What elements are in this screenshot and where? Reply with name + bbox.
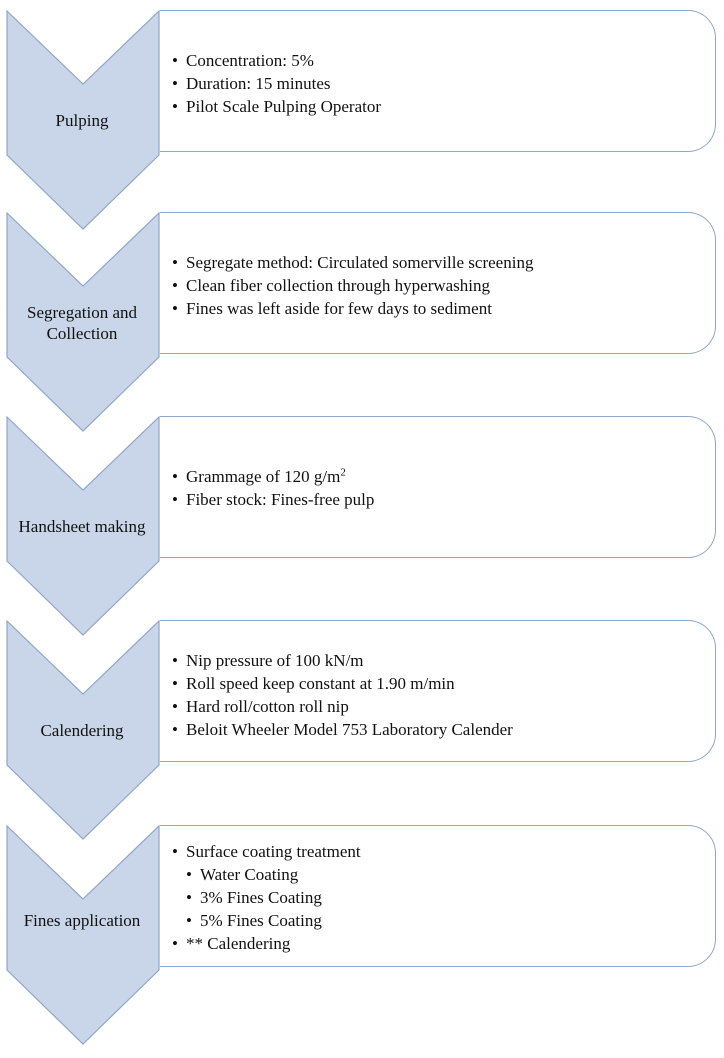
bullet-text: ** Calendering <box>186 934 291 953</box>
bullet-text: Pilot Scale Pulping Operator <box>186 97 382 116</box>
bullet-list: Surface coating treatmentWater Coating 3%… <box>172 840 361 955</box>
bullet-text: Roll speed keep constant at 1.90 m/min <box>186 674 455 693</box>
bullet-list: Concentration: 5% Duration: 15 minutesPil… <box>172 49 381 118</box>
bullet-item: Fiber stock: Fines-free pulp <box>172 488 374 511</box>
bullet-list: Segregate method: Circulated somerville … <box>172 251 533 320</box>
sub-bullet-item: Water Coating <box>186 863 361 886</box>
chevron-arrow-shape <box>6 825 160 1045</box>
chevron-polygon <box>6 620 160 840</box>
bullet-item: Duration: 15 minutes <box>172 72 381 95</box>
chevron-arrow-shape <box>6 620 160 840</box>
bullet-item: Fines was left aside for few days to sed… <box>172 297 533 320</box>
stage-label: Fines application <box>23 911 141 930</box>
chevron-arrow-shape <box>6 212 160 432</box>
chevron-polygon <box>6 416 160 636</box>
bullet-item: Hard roll/cotton roll nip <box>172 695 513 718</box>
bullet-text: Clean fiber collection through hyperwash… <box>186 276 491 295</box>
bullet-text: 5% Fines Coating <box>200 911 322 930</box>
bullet-item: Grammage of 120 g/m2 <box>172 465 374 488</box>
stage-3: Grammage of 120 g/m2Fiber stock: Fines-f… <box>0 416 724 640</box>
bullet-item: Pilot Scale Pulping Operator <box>172 95 381 118</box>
bullet-item: Nip pressure of 100 kN/m <box>172 649 513 672</box>
stage-detail-box: Grammage of 120 g/m2Fiber stock: Fines-f… <box>160 416 716 558</box>
chevron-arrow-shape <box>6 416 160 636</box>
chevron-arrow-shape <box>6 10 160 230</box>
bullet-item: Roll speed keep constant at 1.90 m/min <box>172 672 513 695</box>
bullet-text: Concentration: 5% <box>186 51 314 70</box>
stage-4: Nip pressure of 100 kN/mRoll speed keep … <box>0 620 724 844</box>
bullet-item: Segregate method: Circulated somerville … <box>172 251 533 274</box>
stage-detail-box: Surface coating treatmentWater Coating 3%… <box>160 825 716 967</box>
stage-2: Segregate method: Circulated somerville … <box>0 212 724 436</box>
stage-detail-box: Nip pressure of 100 kN/mRoll speed keep … <box>160 620 716 762</box>
sub-bullet-item: 3% Fines Coating <box>186 886 361 909</box>
bullet-text: Nip pressure of 100 kN/m <box>186 651 364 670</box>
stage-detail-box: Concentration: 5% Duration: 15 minutesPil… <box>160 10 716 152</box>
stage-label: Segregation and Collection <box>27 303 137 343</box>
stage-label: Calendering <box>40 721 124 740</box>
bullet-text: Fines was left aside for few days to sed… <box>186 299 492 318</box>
bullet-list: Nip pressure of 100 kN/mRoll speed keep … <box>172 649 513 741</box>
bullet-item: Surface coating treatment <box>172 840 361 863</box>
bullet-item: ** Calendering <box>172 932 361 955</box>
stage-detail-box: Segregate method: Circulated somerville … <box>160 212 716 354</box>
bullet-text: Fiber stock: Fines-free pulp <box>186 490 375 509</box>
bullet-item: Concentration: 5% <box>172 49 381 72</box>
stage-5: Surface coating treatmentWater Coating 3%… <box>0 825 724 1049</box>
bullet-item: Beloit Wheeler Model 753 Laboratory Cale… <box>172 718 513 741</box>
stage-1: Concentration: 5% Duration: 15 minutesPil… <box>0 10 724 234</box>
chevron-polygon <box>6 212 160 432</box>
stage-label: Handsheet making <box>18 517 146 536</box>
superscript: 2 <box>340 466 346 479</box>
bullet-text: 3% Fines Coating <box>200 888 322 907</box>
bullet-text: Segregate method: Circulated somerville … <box>186 253 534 272</box>
bullet-text: Water Coating <box>200 865 299 884</box>
bullet-list: Grammage of 120 g/m2Fiber stock: Fines-f… <box>172 465 374 511</box>
bullet-text: Beloit Wheeler Model 753 Laboratory Cale… <box>186 720 513 739</box>
bullet-text: Surface coating treatment <box>186 842 361 861</box>
stage-label: Pulping <box>55 111 109 130</box>
bullet-item: Clean fiber collection through hyperwash… <box>172 274 533 297</box>
chevron-polygon <box>6 825 160 1045</box>
bullet-text: Duration: 15 minutes <box>186 74 331 93</box>
sub-bullet-item: 5% Fines Coating <box>186 909 361 932</box>
bullet-text: Grammage of 120 g/m <box>186 467 341 486</box>
chevron-polygon <box>6 10 160 230</box>
bullet-text: Hard roll/cotton roll nip <box>186 697 349 716</box>
